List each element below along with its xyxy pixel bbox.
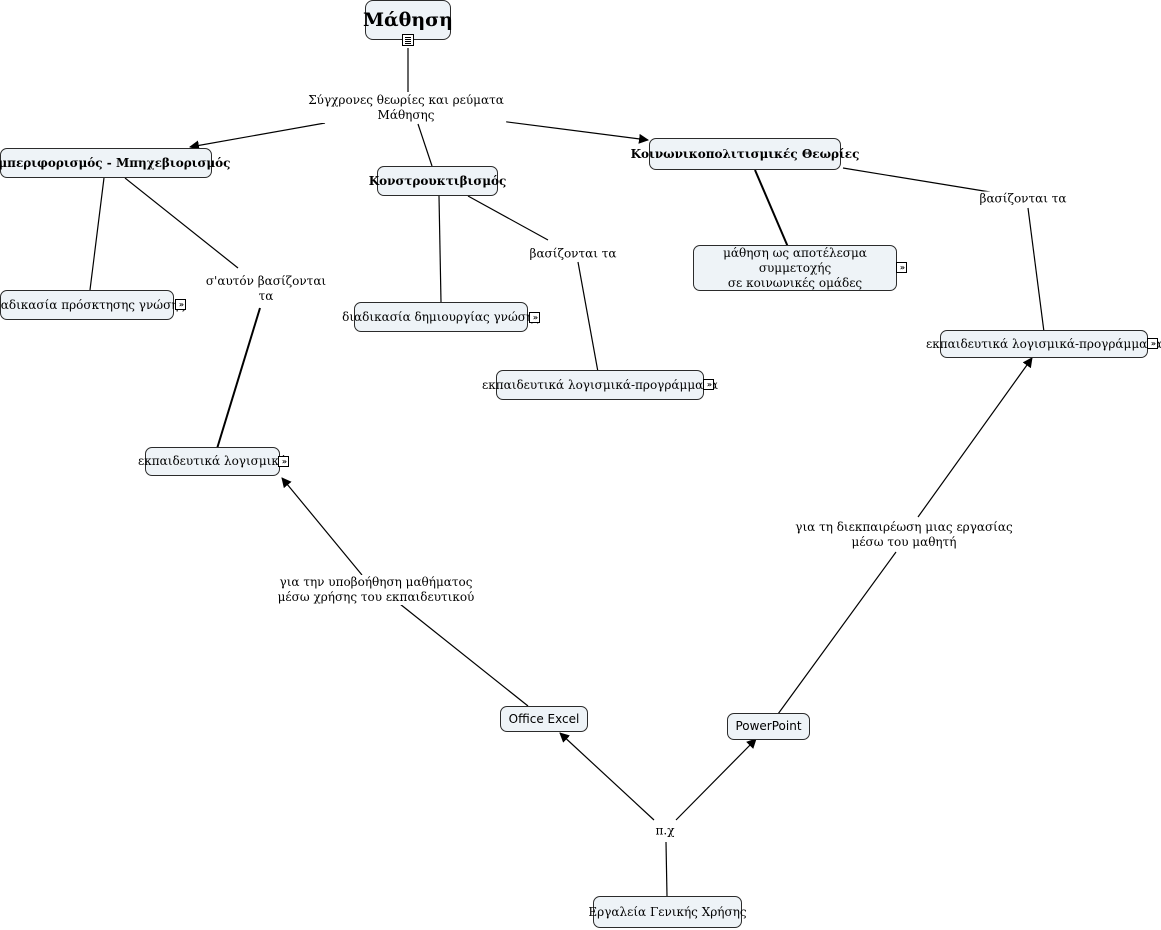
link-constructivism-to-creation (438, 195, 442, 303)
concept-powerpoint[interactable]: PowerPoint (727, 713, 810, 740)
linking-phrase-based-on-left[interactable]: σ'αυτόν βασίζονται τα (203, 274, 329, 304)
concept-office-excel[interactable]: Office Excel (500, 706, 588, 732)
link-modern-to-behaviorism (189, 122, 326, 151)
concept-behaviorism[interactable]: Συμπεριφορισμός - Μπηχεβιορισμός (0, 148, 230, 178)
link-task-to-programs-right (917, 357, 1033, 518)
expand-icon[interactable]: » (896, 262, 907, 273)
expand-icon[interactable]: » (703, 379, 714, 390)
linking-phrase-teaching-support[interactable]: για την υποβοήθηση μαθήματος μέσω χρήσης… (275, 575, 477, 605)
link-basedon-to-edusoftware (215, 307, 261, 453)
expand-icon[interactable]: » (1147, 338, 1158, 349)
link-modern-to-constructivism (417, 123, 433, 167)
document-icon[interactable] (402, 34, 414, 46)
concept-edu-software-programs-mid[interactable]: εκπαιδευτικά λογισμικά-προγράμματα (482, 370, 718, 400)
linking-phrase-eg[interactable]: π.χ (653, 823, 677, 839)
link-eg-to-excel (559, 732, 655, 821)
concept-knowledge-creation[interactable]: διαδικασία δημιουργίας γνώσης (342, 302, 540, 332)
link-eg-to-powerpoint (675, 738, 757, 821)
link-basedon-to-programs-right (1027, 207, 1045, 333)
linking-phrase-modern-theories[interactable]: Σύγχρονες θεωρίες και ρεύματα Μάθησης (306, 93, 506, 123)
linking-phrase-based-on-right[interactable]: βασίζονται τα (977, 191, 1069, 207)
concept-participation[interactable]: μάθηση ως αποτέλεσμα συμμετοχής σε κοινω… (693, 245, 897, 291)
concept-edu-software[interactable]: εκπαιδευτικά λογισμικά (138, 447, 287, 476)
link-excel-to-teaching (399, 603, 529, 707)
concept-constructivism[interactable]: Κονστρουκτιβισμός (369, 166, 506, 196)
link-basedon-to-programs-mid (577, 261, 599, 373)
concept-edu-software-programs-right[interactable]: εκπαιδευτικά λογισμικά-προγράμματα (926, 330, 1161, 358)
link-constructivism-to-basedon (467, 195, 549, 241)
expand-icon[interactable]: » (278, 456, 289, 467)
expand-icon[interactable]: » (175, 299, 186, 310)
linking-phrase-task-completion[interactable]: για τη διεκπαιρέωση μιας εργασίας μέσω τ… (793, 520, 1015, 550)
link-behaviorism-to-acquisition (89, 177, 105, 291)
link-tools-to-eg (665, 841, 668, 897)
link-teaching-to-edusoftware (281, 477, 363, 576)
expand-icon[interactable]: » (529, 312, 540, 323)
link-behaviorism-to-basedon (124, 177, 239, 269)
link-modern-to-sociocultural (491, 119, 649, 144)
link-sociocultural-to-participation (754, 169, 789, 248)
concept-knowledge-acquisition[interactable]: διαδικασία πρόσκτησης γνώσης (0, 290, 185, 320)
concept-sociocultural[interactable]: Κοινωνικοπολιτισμικές Θεωρίες (631, 138, 859, 170)
link-powerpoint-to-task (777, 551, 897, 715)
concept-root[interactable]: Μάθηση (363, 0, 453, 40)
link-sociocultural-to-basedon (842, 167, 991, 193)
concept-general-tools[interactable]: Εργαλεία Γενικής Χρήσης (588, 896, 747, 928)
linking-phrase-based-on-mid[interactable]: βασίζονται τα (527, 246, 619, 262)
